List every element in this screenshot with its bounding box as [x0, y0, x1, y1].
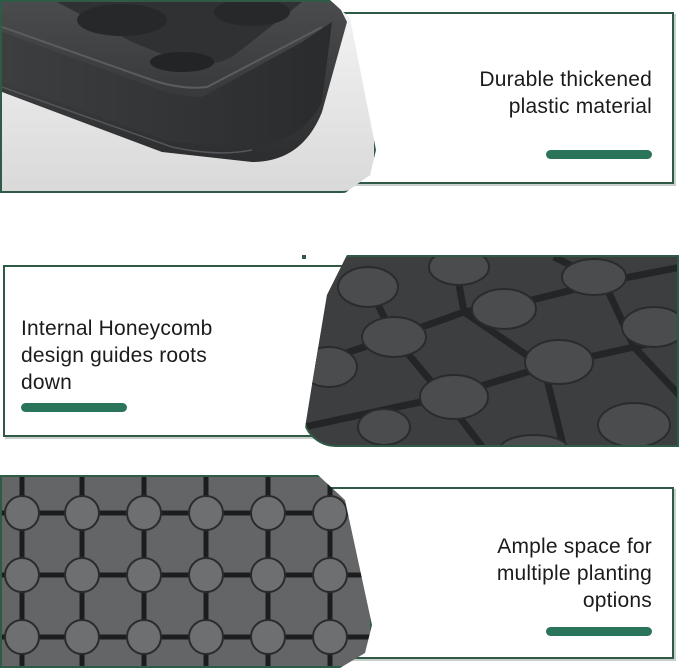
- product-image-honeycomb-closeup: [302, 255, 679, 447]
- caption-text: Durable thickened plastic material: [479, 68, 652, 118]
- caption-text: Ample space for multiple planting option…: [496, 535, 652, 612]
- feature-panel-thickened-plastic: Durable thickened plastic material: [0, 0, 679, 200]
- caption-text: Internal Honeycomb design guides roots d…: [21, 317, 213, 394]
- honeycomb-illustration: [304, 257, 677, 445]
- tray-corner-illustration: [2, 2, 347, 162]
- caption-box: Ample space for multiple planting option…: [330, 487, 674, 659]
- caption-box: Internal Honeycomb design guides roots d…: [3, 265, 347, 437]
- grid-illustration: [2, 477, 370, 666]
- product-image-honeycomb: [302, 255, 306, 259]
- feature-panel-ample-space: Ample space for multiple planting option…: [0, 470, 679, 670]
- caption-box: Durable thickened plastic material: [330, 12, 674, 184]
- accent-bar: [546, 150, 652, 159]
- accent-bar: [21, 403, 127, 412]
- product-image-tray-corner: [0, 0, 376, 193]
- accent-bar: [546, 627, 652, 636]
- product-image-tray-grid: [0, 475, 372, 668]
